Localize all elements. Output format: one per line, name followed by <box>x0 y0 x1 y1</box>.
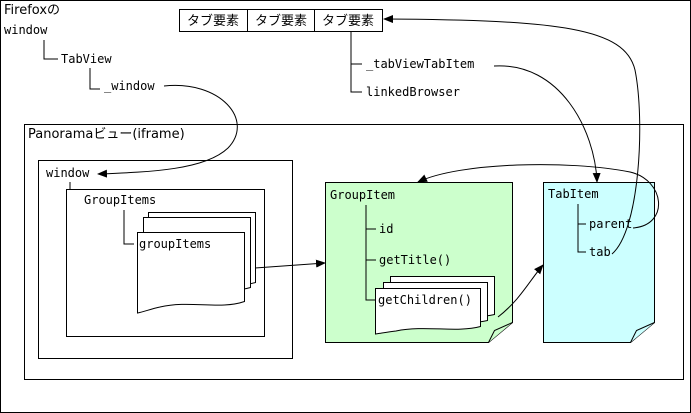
panorama-tree-connector-2 <box>123 210 134 245</box>
group-item-tree-connector <box>365 205 376 301</box>
firefox-window-label-2: window <box>4 23 48 37</box>
group-items-label: GroupItems <box>84 193 156 207</box>
firefox-tree-connector-2 <box>89 68 100 90</box>
tab-elements-box <box>179 9 383 32</box>
get-children-document-stack <box>375 276 495 335</box>
tabview-label: TabView <box>61 52 112 66</box>
tab-view-tab-item-label: _tabViewTabItem <box>366 57 474 71</box>
group-item-get-children: getChildren() <box>378 293 472 307</box>
tab-view-tab-item-arrow <box>493 65 601 183</box>
tab-item-panel <box>543 182 655 343</box>
firefox-tree-connector-1 <box>43 40 58 60</box>
tab-element-tree-connector <box>350 32 362 93</box>
group-items-list-label: groupItems <box>139 237 211 251</box>
group-items-to-group-item-arrow <box>254 259 326 269</box>
document-sheet-front <box>137 232 245 314</box>
tab-item-parent: parent <box>589 217 632 231</box>
linked-browser-label: linkedBrowser <box>366 85 460 99</box>
firefox-window-label: Firefoxの <box>4 3 60 18</box>
group-item-fold <box>488 322 513 343</box>
tab-element-cell-2: タブ要素 <box>255 13 307 29</box>
panorama-title: Panoramaビュー(iframe) <box>28 127 185 142</box>
parent-to-group-item-arrow <box>417 164 660 229</box>
group-item-title: GroupItem <box>330 188 395 202</box>
tab-item-tree-connector <box>577 204 586 253</box>
group-items-document-stack <box>137 212 256 314</box>
window-ref-label: _window <box>104 79 155 93</box>
tab-elements-row: タブ要素 タブ要素 タブ要素 <box>179 9 383 32</box>
tab-item-fold <box>630 322 655 343</box>
group-item-get-title: getTitle() <box>379 253 451 267</box>
tab-item-tab: tab <box>589 245 611 259</box>
tab-element-cell-3: タブ要素 <box>322 13 374 29</box>
group-item-id: id <box>379 222 393 236</box>
window-ref-arrow <box>97 84 238 178</box>
get-children-to-tab-item-arrow <box>497 264 544 318</box>
tab-to-tab-elements-arrow <box>383 15 641 255</box>
tab-element-cell-1: タブ要素 <box>187 13 239 29</box>
panorama-window-label: window <box>46 166 90 180</box>
tab-item-title: TabItem <box>548 187 599 201</box>
tab-item-box <box>543 182 655 343</box>
children-sheet-front <box>375 288 481 335</box>
